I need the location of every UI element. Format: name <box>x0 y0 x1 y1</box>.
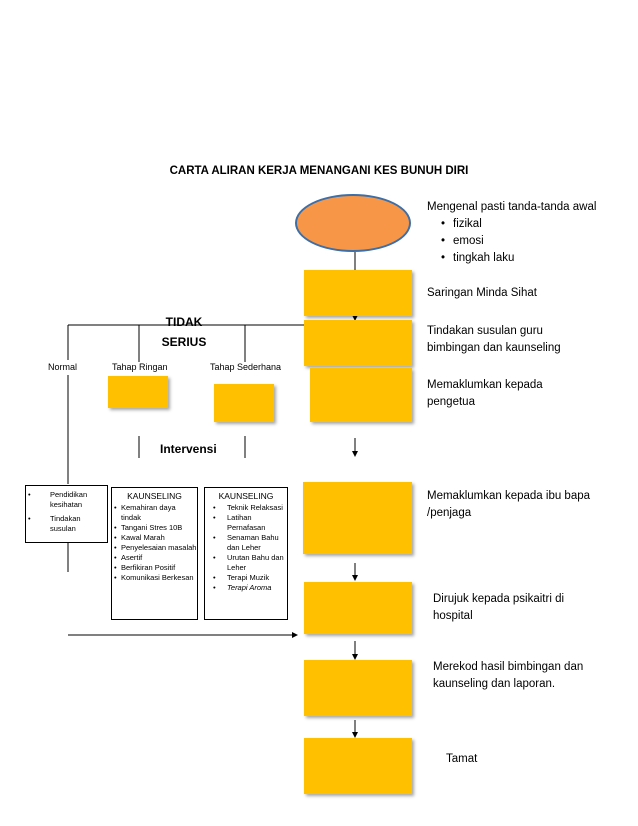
normal-item-tindakan: Tindakan susulan <box>26 514 107 534</box>
k1-item: Kemahiran daya tindak <box>112 503 197 523</box>
start-ellipse <box>295 194 411 252</box>
bullet-tingkah-laku: tingkah laku <box>439 250 632 267</box>
k1-item: Komunikasi Berkesan <box>112 573 197 583</box>
bullet-emosi: emosi <box>439 233 632 250</box>
k2-item: Senaman Bahu dan Leher <box>205 533 287 553</box>
step-label-rekod: Merekod hasil bimbingan dan kaunseling d… <box>433 661 584 690</box>
k1-item: Kawal Marah <box>112 533 197 543</box>
bullet-fizikal: fizikal <box>439 216 632 233</box>
step-box-tindakan <box>304 320 412 366</box>
k2-item: Urutan Bahu dan Leher <box>205 553 287 573</box>
level-box-sederhana <box>214 384 274 422</box>
normal-item-pendidikan: Pendidikan kesihatan <box>26 490 107 510</box>
kaunseling-box-2: KAUNSELING Teknik Relaksasi Latihan Pern… <box>204 487 288 620</box>
k1-item: Tangani Stres 10B <box>112 523 197 533</box>
k2-item: Latihan Pernafasan <box>205 513 287 533</box>
step-box-psikiatri <box>304 582 412 634</box>
step-label-psikiatri: Dirujuk kepada psikaitri di hospital <box>433 593 565 622</box>
chart-title: CARTA ALIRAN KERJA MENANGANI KES BUNUH D… <box>169 165 469 177</box>
step-label-ibubapa: Memaklumkan kepada ibu bapa /penjaga <box>427 490 591 519</box>
step-box-pengetua <box>310 368 412 422</box>
step-box-saringan <box>304 270 412 316</box>
step-label-pengetua: Memaklumkan kepada pengetua <box>427 379 543 408</box>
step-label-mengenal: Mengenal pasti tanda-tanda awal fizikal … <box>427 199 632 267</box>
step-label-saringan: Saringan Minda Sihat <box>427 287 537 299</box>
level-normal: Normal <box>48 362 78 372</box>
k1-item: Berfikiran Positif <box>112 563 197 573</box>
k2-item: Teknik Relaksasi <box>205 503 287 513</box>
k1-item: Asertif <box>112 553 197 563</box>
kaunseling-2-title: KAUNSELING <box>218 491 274 501</box>
k2-item: Terapi Aroma <box>205 583 287 593</box>
level-sederhana: Tahap Sederhana <box>210 362 282 372</box>
normal-box: Pendidikan kesihatan Tindakan susulan <box>25 485 108 543</box>
step-box-rekod <box>304 660 412 716</box>
k2-item: Terapi Muzik <box>205 573 287 583</box>
intervensi-label: Intervensi <box>160 442 217 456</box>
kaunseling-1-title: KAUNSELING <box>127 491 182 501</box>
k1-item: Penyelesaian masalah <box>112 543 197 553</box>
step-label-tamat: Tamat <box>446 753 478 765</box>
step-label-tindakan: Tindakan susulan guru bimbingan dan kaun… <box>427 325 561 354</box>
branch-label-tidak-serius: TIDAK SERIUS <box>161 315 207 349</box>
step-box-ibubapa <box>303 482 412 554</box>
kaunseling-box-1: KAUNSELING Kemahiran daya tindak Tangani… <box>111 487 198 620</box>
level-ringan: Tahap Ringan <box>112 362 168 372</box>
level-box-ringan <box>108 376 168 408</box>
step-box-tamat <box>304 738 412 794</box>
